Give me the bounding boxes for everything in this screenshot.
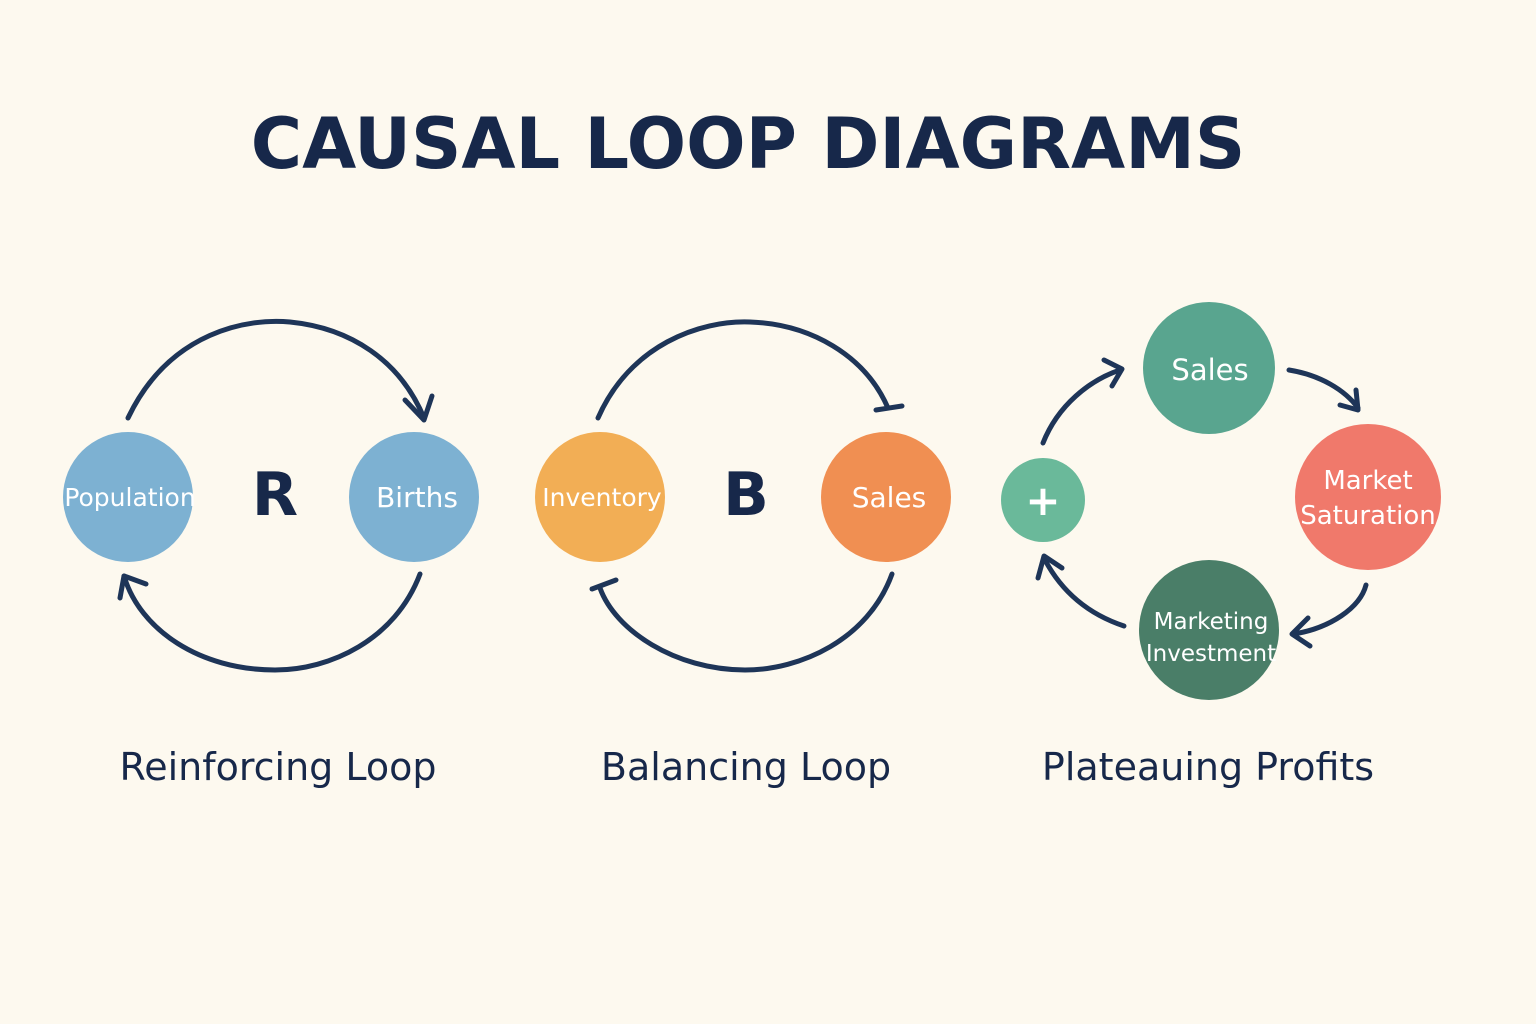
plus-node (1001, 458, 1085, 542)
reinforcing-arrowhead-top (402, 393, 435, 423)
inventory-node (535, 432, 665, 562)
plateauing-caption: Plateauing Profits (1042, 745, 1374, 789)
marketing-investment-label-line2: Investment (1146, 641, 1276, 667)
reinforcing-loop: Population Births R Reinforcing Loop (63, 318, 479, 789)
marketing-investment-label-line1: Marketing (1154, 609, 1269, 635)
sales-node-plateau (1143, 302, 1275, 434)
sales-node-balancing (821, 432, 951, 562)
reinforcing-caption: Reinforcing Loop (120, 745, 437, 789)
inventory-label: Inventory (542, 483, 662, 512)
balancing-caption: Balancing Loop (601, 745, 891, 789)
market-saturation-label-line2: Saturation (1300, 501, 1436, 531)
plateau-arrowhead-plus-to-sales (1101, 357, 1125, 389)
page-title: CAUSAL LOOP DIAGRAMS (251, 103, 1246, 185)
balancing-link-top (595, 319, 891, 421)
plateau-link-sales-to-saturation (1286, 367, 1361, 411)
plus-icon: + (1025, 476, 1060, 525)
plateau-link-marketing-to-plus (1042, 557, 1127, 629)
births-label: Births (376, 481, 458, 514)
market-saturation-label-line1: Market (1323, 466, 1412, 496)
plateau-arrowhead-marketing-to-plus (1035, 553, 1065, 581)
balancing-symbol: B (723, 460, 769, 530)
reinforcing-symbol: R (252, 460, 298, 530)
balancing-blocker-bottom (589, 577, 619, 592)
plateauing-loop: + Sales Market Saturation Marketing Inve… (1001, 302, 1441, 789)
balancing-loop: Inventory Sales B Balancing Loop (535, 319, 951, 789)
reinforcing-link-bottom (121, 571, 423, 673)
plateau-link-saturation-to-marketing (1291, 582, 1369, 637)
reinforcing-arrowhead-bottom (117, 573, 149, 601)
plateau-link-plus-to-sales (1040, 367, 1123, 446)
births-node (349, 432, 479, 562)
plateau-arrowhead-sales-to-saturation (1337, 387, 1361, 413)
sales-label-balancing: Sales (852, 481, 927, 514)
plateau-arrowhead-saturation-to-marketing (1289, 615, 1313, 649)
population-label: Population (64, 483, 195, 512)
market-saturation-node (1295, 424, 1441, 570)
population-node (63, 432, 193, 562)
balancing-blocker-top (873, 403, 905, 413)
reinforcing-link-top (125, 318, 427, 421)
balancing-link-bottom (597, 571, 895, 673)
sales-label-plateau: Sales (1171, 353, 1248, 387)
marketing-investment-node (1139, 560, 1279, 700)
